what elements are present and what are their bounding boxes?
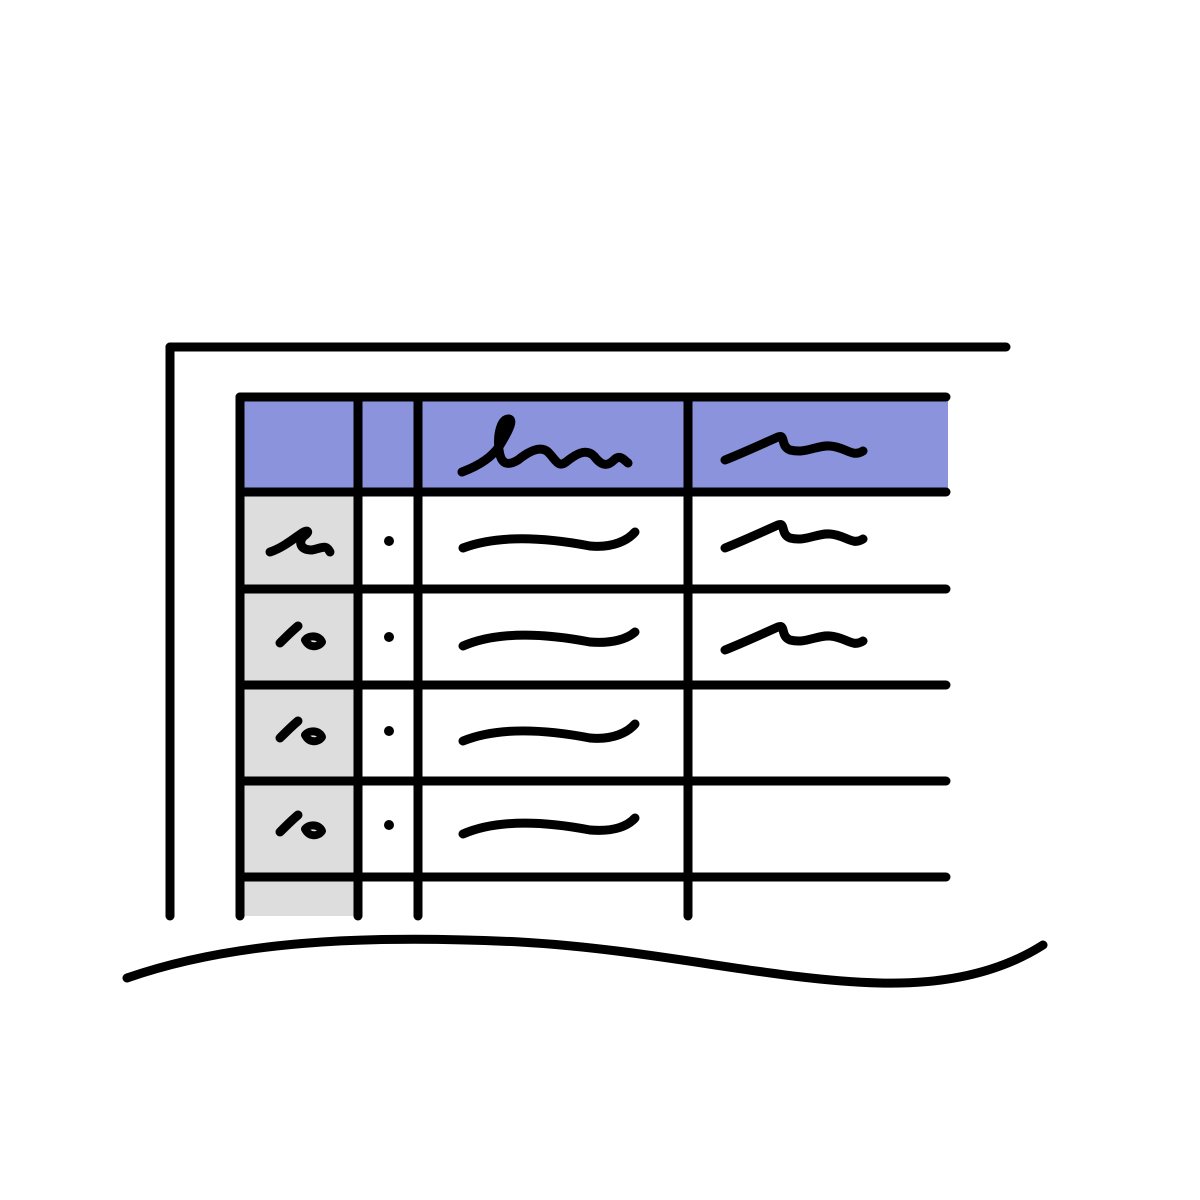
row-header-column-fill <box>240 492 357 916</box>
row-marker-dot <box>384 820 394 830</box>
row-marker-dot <box>384 632 394 642</box>
row-marker-dot <box>384 536 394 546</box>
row-value-line <box>458 627 640 651</box>
row-value-line <box>458 527 640 553</box>
row-marker-dot <box>384 726 394 736</box>
row-label-scribble <box>301 632 326 651</box>
row-extra-scribble <box>720 622 868 655</box>
header-scribble-column-4 <box>720 432 868 465</box>
row-label-scribble <box>265 526 335 557</box>
row-label-scribble <box>301 727 326 746</box>
row-value-line <box>458 719 640 746</box>
row-value-line <box>458 813 640 839</box>
torn-bottom-edge <box>122 934 1048 988</box>
row-extra-scribble <box>720 520 868 553</box>
header-scribble-column-3 <box>457 414 633 477</box>
row-label-scribble <box>275 621 303 648</box>
row-label-scribble <box>275 716 303 743</box>
row-label-scribble <box>275 810 303 837</box>
row-label-scribble <box>301 821 326 840</box>
